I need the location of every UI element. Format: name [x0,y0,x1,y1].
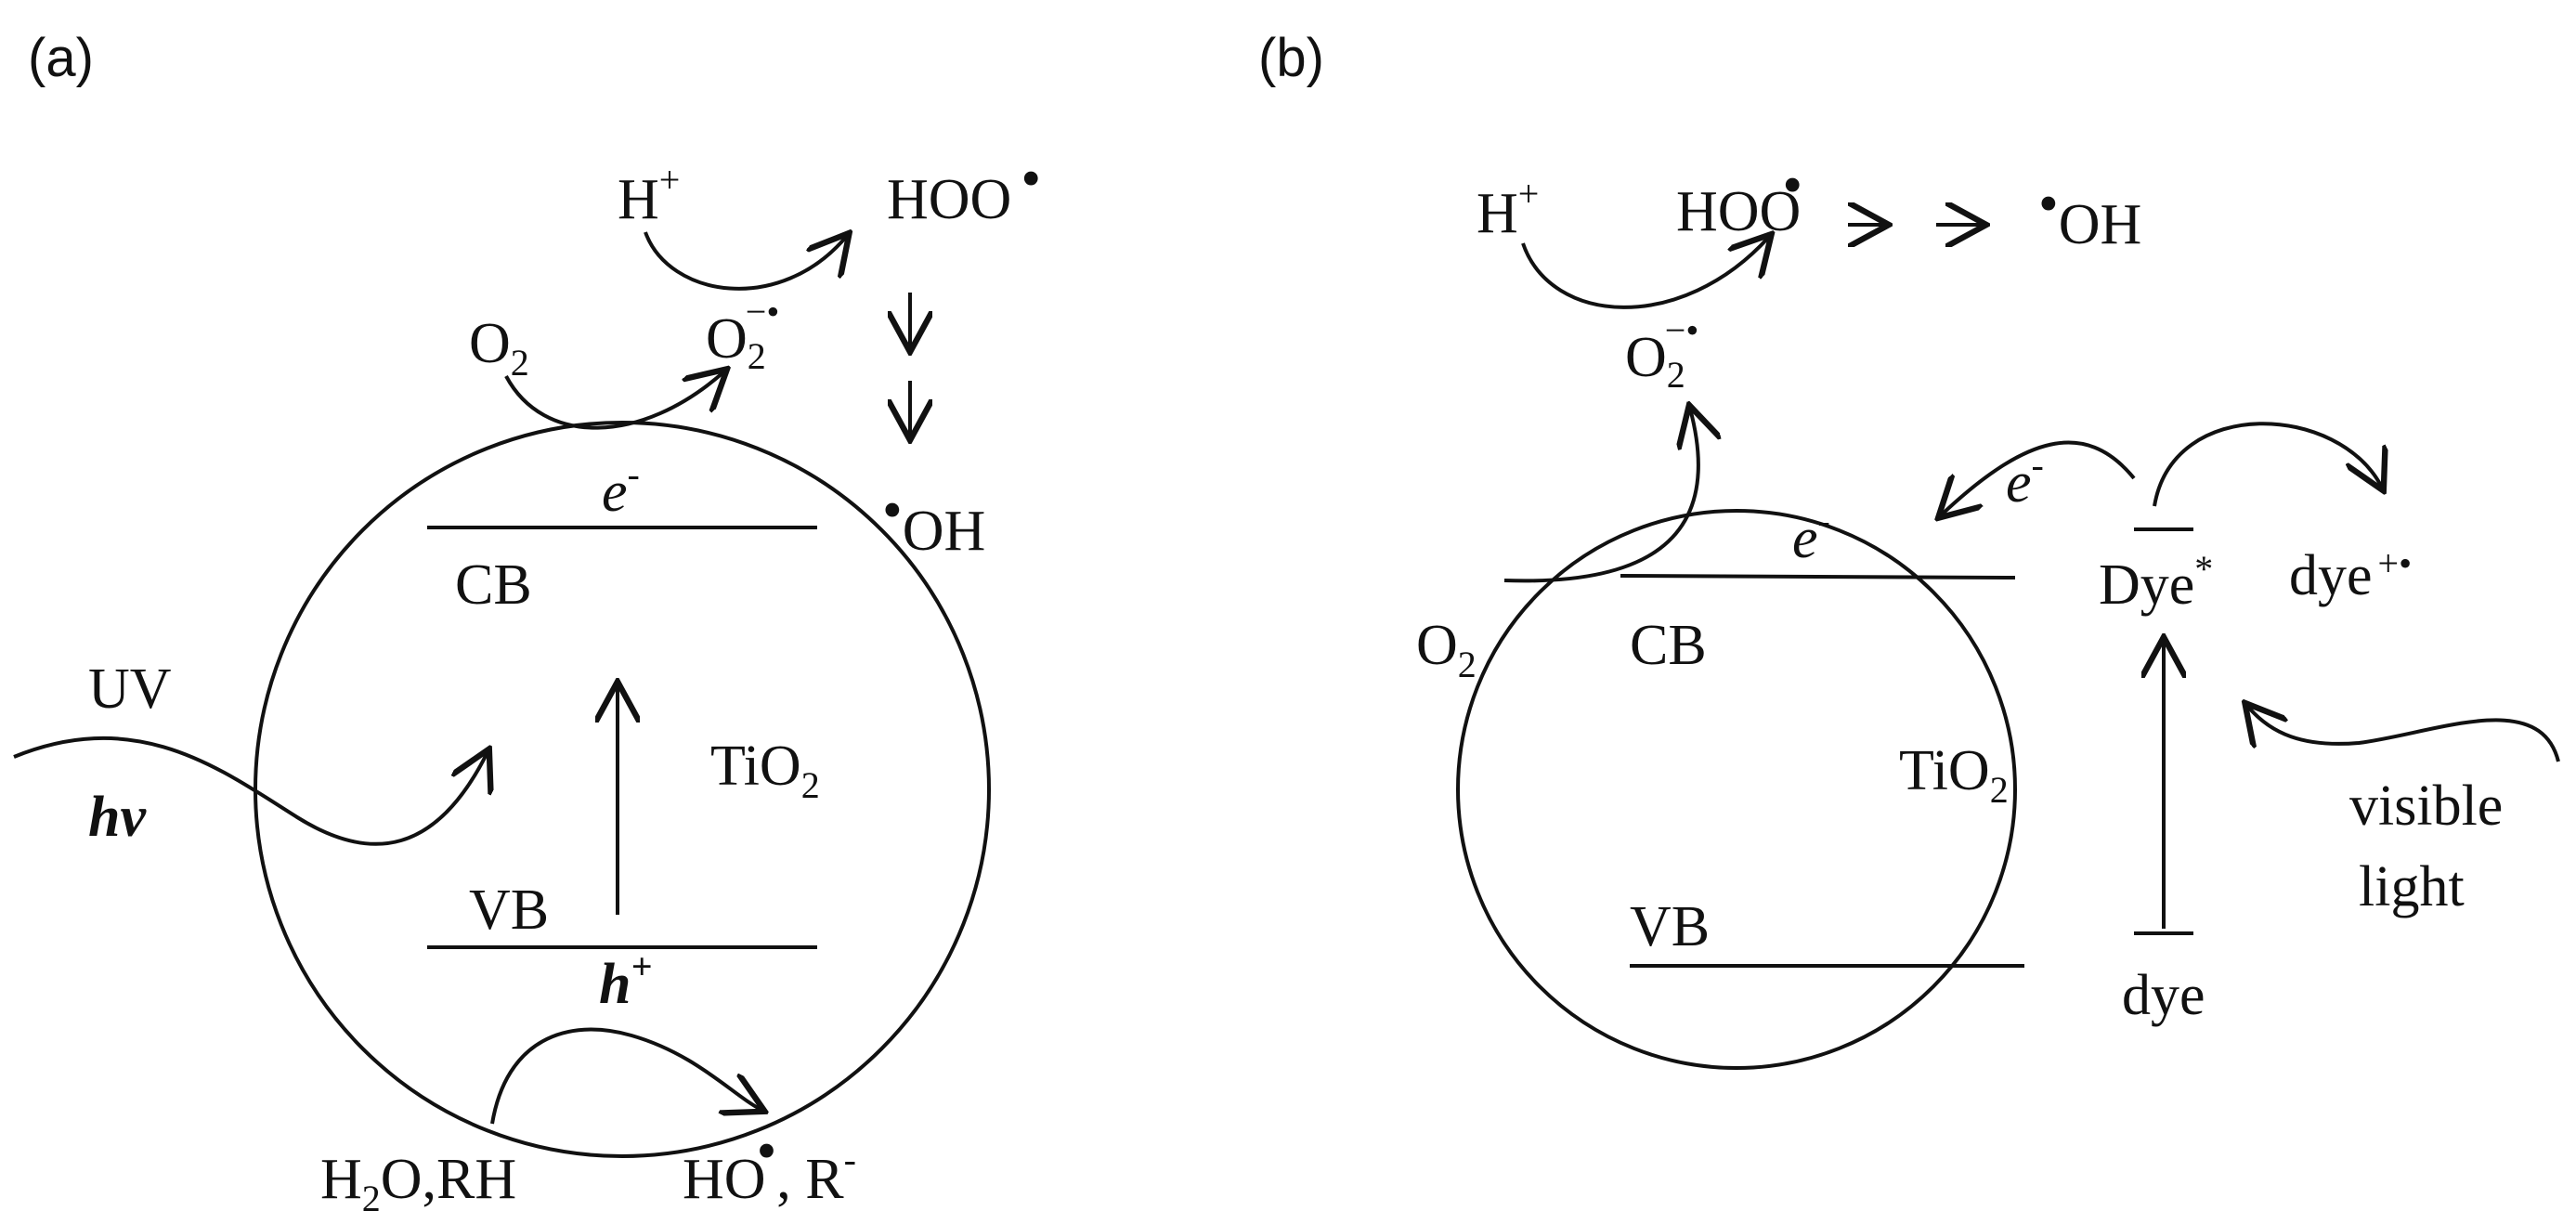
hoo-radical-label-b: HOO• [1676,154,1802,243]
hydroxyl-radical-label-a: •OH [882,479,985,563]
electron-injection-arrow [1941,440,2136,515]
visible-light-arrow [2247,706,2560,762]
conduction-band-line-b [1620,574,2016,579]
hoo-formation-arrow-b [1521,237,1769,309]
superoxide-label-a: O2−• [706,291,779,377]
vb-label-a: VB [469,879,549,942]
tio2-particle-a [254,421,991,1158]
hv-label: hν [88,786,147,849]
dye-oxidation-arrow [2153,422,2382,507]
panel-b: (b) e- CB TiO2 VB O2 O2−• H+ HOO• •OH e-… [1258,28,2560,1070]
hoo-formation-arrow-a [644,232,847,291]
water-organic-label-a: H2O,RH [320,1148,516,1219]
dye-excited-label: Dye* [2099,548,2213,617]
visible-label: visible [2349,775,2503,838]
uv-light-arrow [13,736,488,846]
tio2-label-b: TiO2 [1899,739,2009,811]
vb-label-b: VB [1630,895,1710,958]
uv-label: UV [88,658,172,721]
electron-label-a: e- [602,453,640,524]
h-plus-label-b: H+ [1477,173,1539,245]
panel-a: (a) e- CB TiO2 VB h+ UV hν O2 O2−• H+ HO… [13,28,1041,1219]
light-label: light [2359,855,2465,918]
oxidation-products-label-a: HO•, R- [683,1120,856,1211]
superoxide-label-b: O2−• [1625,309,1698,396]
hydroxyl-radical-label-b: •OH [2038,173,2141,256]
injected-electron-label: e- [2006,444,2044,514]
panel-b-tag: (b) [1258,28,1324,88]
tio2-particle-b [1456,509,2017,1070]
o2-label-a: O2 [469,312,529,384]
dye-cation-label: dye+• [2289,542,2412,607]
h-plus-label-a: H+ [618,159,680,231]
oxidation-arrow-a [490,1027,761,1125]
electron-label-b: e- [1792,500,1830,570]
o2-reduction-arrow-b [1503,409,1698,583]
cb-label-a: CB [455,553,532,617]
o2-label-b: O2 [1416,614,1477,685]
cb-label-b: CB [1630,614,1707,677]
tio2-label-a: TiO2 [710,735,820,806]
panel-a-tag: (a) [28,28,94,88]
hoo-radical-label-a: HOO• [887,148,1041,231]
dye-ground-label: dye [2122,964,2205,1027]
o2-reduction-arrow-a [504,371,724,430]
hole-label-a: h+ [599,945,652,1016]
